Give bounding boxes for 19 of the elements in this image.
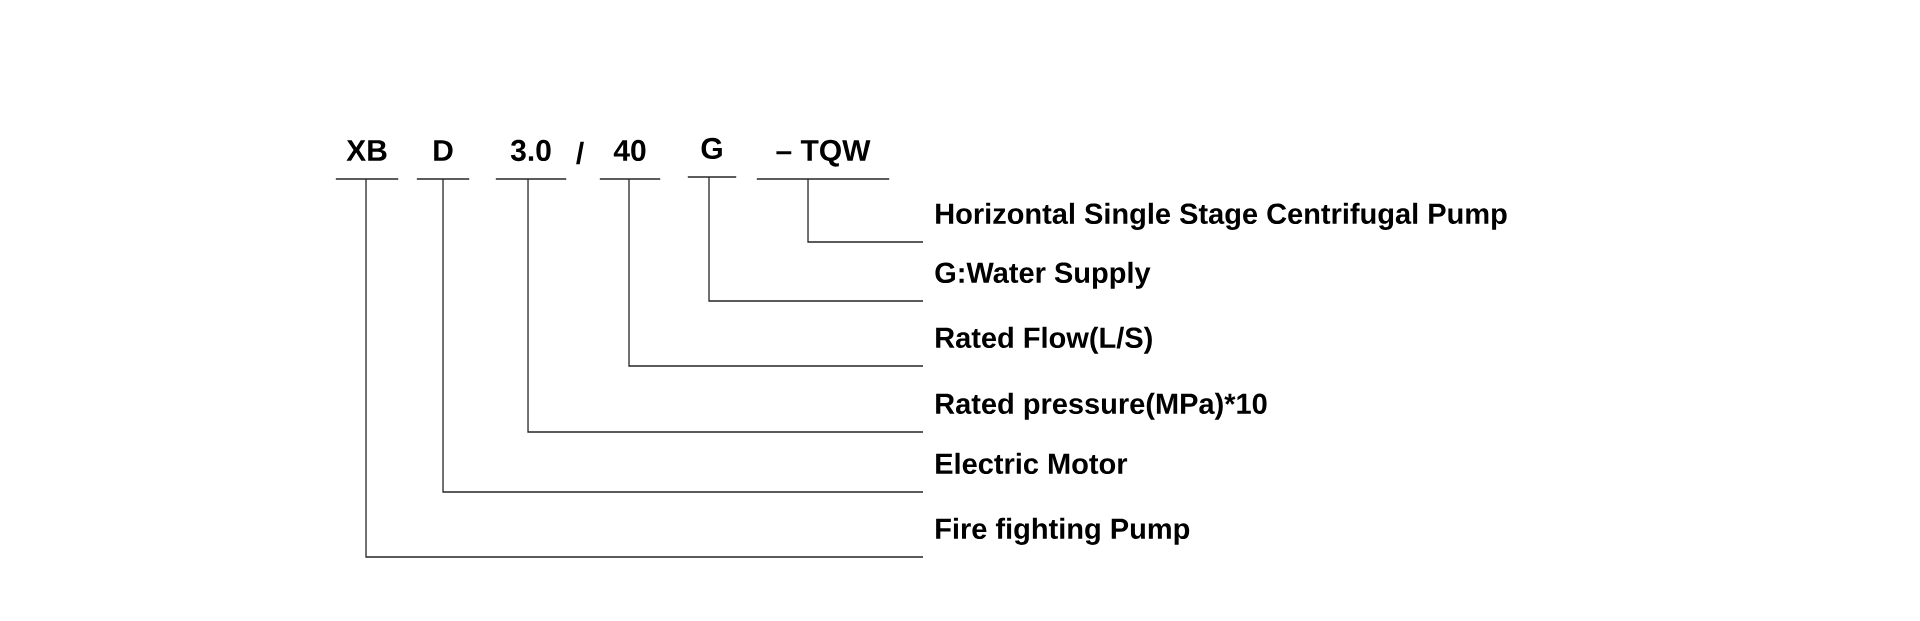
leader-line [807, 178, 924, 243]
leader-line [442, 178, 924, 493]
description-label: G:Water Supply [935, 261, 1151, 289]
model-code-segment: 3.0 [495, 139, 567, 180]
leader-line [365, 178, 924, 558]
separator-slash: / [576, 141, 584, 165]
description-label: Fire fighting Pump [936, 517, 1190, 545]
leader-line [527, 178, 924, 433]
model-code-segment: XB [335, 140, 399, 180]
description-label: Horizontal Single Stage Centrifugal Pump [936, 202, 1507, 230]
model-code-segment: 40 [599, 139, 661, 180]
description-label: Electric Motor [936, 452, 1128, 475]
leader-line [628, 178, 924, 367]
description-label: Rated pressure(MPa)*10 [936, 392, 1267, 420]
model-code-segment: D [416, 140, 470, 180]
leader-line [708, 176, 924, 302]
description-label: Rated Flow(L/S) [936, 326, 1152, 354]
model-code-segment: – TQW [756, 139, 890, 180]
model-code-segment: G [687, 137, 737, 178]
